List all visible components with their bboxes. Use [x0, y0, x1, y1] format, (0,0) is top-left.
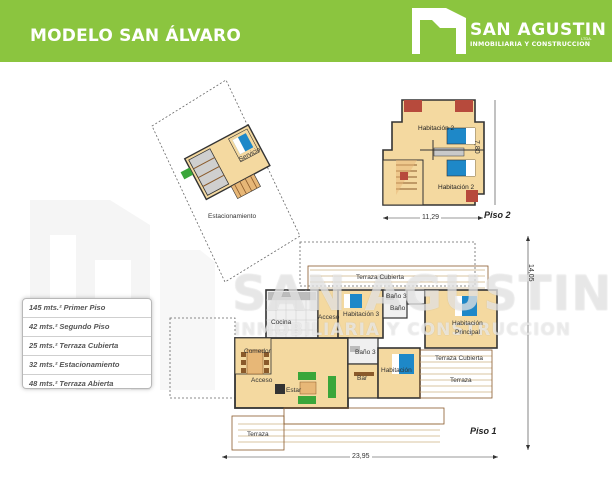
dimension-piso2-depth: 7,80 — [473, 140, 480, 154]
page-title: MODELO SAN ÁLVARO — [30, 26, 241, 46]
label-estacionamiento: Estacionamiento — [208, 213, 257, 220]
label-acceso: Acceso — [251, 377, 273, 384]
dimension-piso1-width: 23,95 — [350, 453, 372, 460]
piso2-plan — [382, 99, 496, 220]
label-habitacion2-top: Habitación 2 — [418, 125, 455, 132]
piso1-plan — [169, 236, 530, 459]
watermark-name: SAN AGUSTIN — [232, 266, 612, 322]
label-cocina: Cocina — [271, 319, 292, 326]
label-piso2: Piso 2 — [484, 210, 511, 220]
parking-area — [151, 79, 301, 283]
brand-logo-icon — [412, 8, 466, 54]
dimension-piso1-depth: 14,05 — [527, 264, 534, 282]
brand-tagline: INMOBILIARIA Y CONSTRUCCION — [470, 41, 591, 48]
area-row-terraza-cubierta: 25 mts.² Terraza Cubierta — [23, 337, 151, 356]
label-bano3: Baño 3 — [355, 349, 376, 356]
label-terraza-bottom: Terraza — [247, 431, 269, 438]
label-acceso-top: Acceso — [318, 314, 340, 321]
label-bar: Bar — [357, 375, 368, 382]
area-summary-box: 145 mts.² Primer Piso 42 mts.² Segundo P… — [22, 298, 152, 389]
watermark-suffix: L.TDA. — [540, 313, 566, 321]
label-habitacion: Habitación — [381, 367, 412, 374]
area-row-terraza-abierta: 48 mts.² Terraza Abierta — [29, 379, 114, 388]
label-piso1: Piso 1 — [470, 426, 497, 436]
label-habitacion-principal-1: Habitación — [452, 320, 483, 327]
brand-logo: SAN AGUSTIN LTDA. INMOBILIARIA Y CONSTRU… — [410, 6, 606, 56]
area-row-primer-piso: 145 mts.² Primer Piso — [23, 299, 151, 318]
watermark-tagline: INMOBILIARIA Y CONSTRUCCION — [234, 320, 572, 340]
label-bano-top: Baño 3 — [386, 293, 407, 300]
label-bano: Baño — [390, 305, 406, 312]
area-row-segundo-piso: 42 mts.² Segundo Piso — [23, 318, 151, 337]
label-terraza-right: Terraza — [450, 377, 472, 384]
brand-name: SAN AGUSTIN — [470, 20, 607, 40]
label-terraza-cubierta-right: Terraza Cubierta — [435, 355, 484, 362]
area-row-estacionamiento: 32 mts.² Estacionamiento — [23, 356, 151, 375]
label-terraza-cubierta-top: Terraza Cubierta — [356, 274, 405, 281]
dimension-piso2-width: 11,29 — [420, 214, 441, 221]
brand-suffix: LTDA. — [581, 36, 593, 41]
label-habitacion2-bottom: Habitación 2 — [438, 184, 475, 191]
label-habitacion-principal-2: Principal — [455, 329, 480, 336]
label-estar: Estar — [286, 387, 302, 394]
label-comedor: Comedor — [244, 348, 271, 355]
header-bar: MODELO SAN ÁLVARO SAN AGUSTIN LTDA. INMO… — [0, 0, 612, 62]
label-habitacion3: Habitación 3 — [343, 311, 380, 318]
